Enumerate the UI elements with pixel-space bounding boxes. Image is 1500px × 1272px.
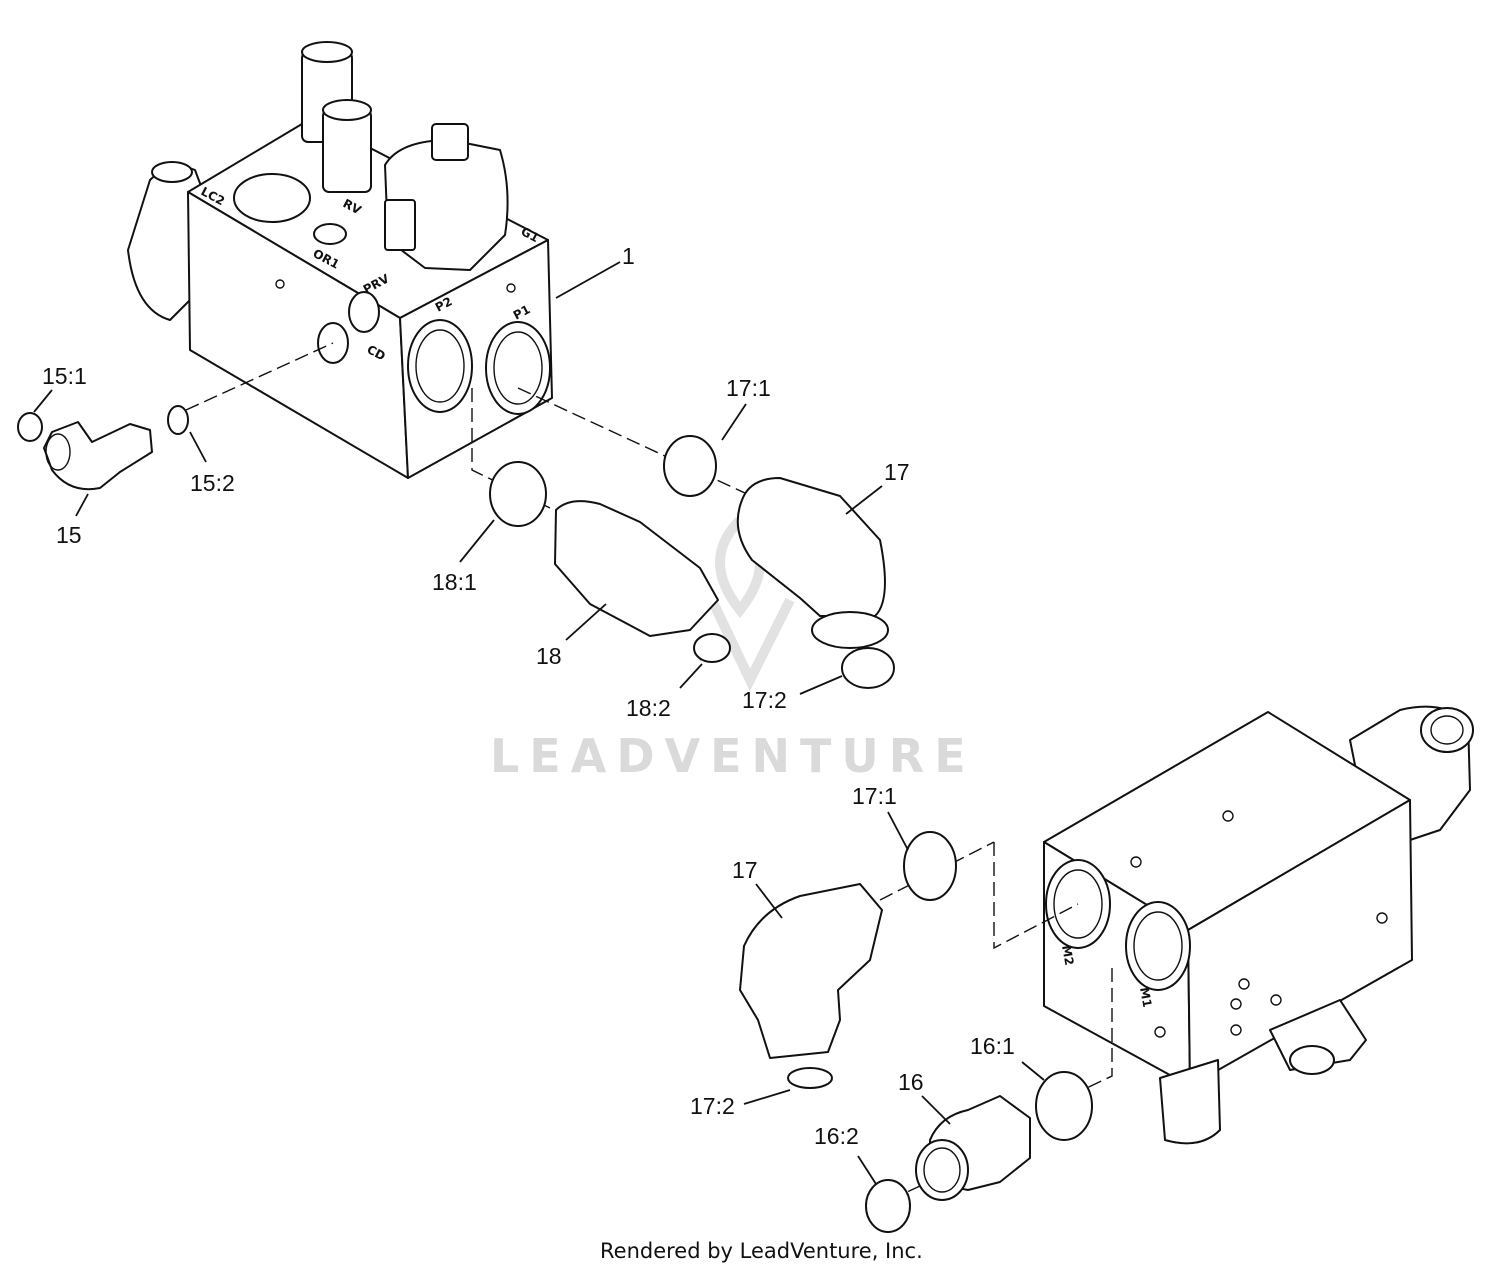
port-label-m1: M1	[1137, 986, 1154, 1008]
port-label-m2: M2	[1059, 944, 1076, 966]
callout-17-2-bottom: 17:2	[690, 1093, 735, 1119]
callout-16-2: 16:2	[814, 1123, 859, 1149]
elbow-fitting-15	[17, 405, 189, 491]
callout-16-1: 16:1	[970, 1033, 1015, 1059]
valve-manifold-bottom: M2 M1	[1043, 705, 1474, 1145]
watermark-text: LEADVENTURE	[490, 729, 976, 783]
callout-leaders	[33, 261, 1045, 1185]
footer-credit: Rendered by LeadVenture, Inc.	[600, 1239, 923, 1263]
callout-1: 1	[622, 243, 635, 269]
callout-15-2: 15:2	[190, 470, 235, 496]
elbow-fitting-17-bottom	[739, 831, 957, 1089]
straight-fitting-16	[865, 1071, 1093, 1233]
callout-18-2: 18:2	[626, 695, 671, 721]
callout-18-1: 18:1	[432, 569, 477, 595]
callout-17-bottom: 17	[732, 857, 758, 883]
callout-17-top: 17	[884, 459, 910, 485]
callout-17-1-bottom: 17:1	[852, 783, 897, 809]
straight-fitting-18	[489, 461, 731, 663]
callout-16: 16	[898, 1069, 924, 1095]
callout-17-2-top: 17:2	[742, 687, 787, 713]
valve-manifold-top: LC2 RV OR1 G1 PRV CD P2 P1	[127, 41, 553, 479]
callout-15-1: 15:1	[42, 363, 87, 389]
callout-17-1-top: 17:1	[726, 375, 771, 401]
callout-18: 18	[536, 643, 562, 669]
callout-15: 15	[56, 522, 82, 548]
